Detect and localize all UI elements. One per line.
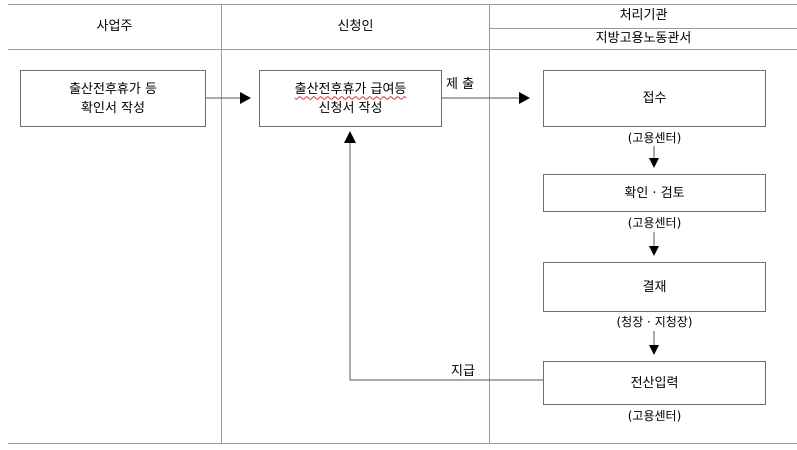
header-bottom-rule: [8, 49, 797, 50]
arrow-entry-to-applicant: [349, 142, 543, 381]
arrowhead-entry-to-applicant: [344, 131, 356, 143]
header-applicant: 신청인: [337, 19, 374, 34]
top-rule: [8, 4, 797, 5]
applicant-box-line1: 출산전후휴가 급여등: [294, 81, 407, 97]
payment-label: 지급: [451, 364, 475, 379]
submit-label: 제 출: [446, 77, 475, 92]
receipt-box: 접수: [543, 70, 766, 127]
receipt-box-label: 접수: [642, 91, 667, 106]
arrowhead-applicant-to-receipt: [519, 92, 530, 104]
employer-box-line1: 출산전후휴가 등: [69, 81, 157, 97]
review-box: 확인 · 검토: [543, 174, 766, 212]
approval-sublabel: (청장 · 지청장): [616, 315, 693, 329]
arrowhead-approval-to-entry: [649, 345, 659, 355]
review-box-label: 확인 · 검토: [624, 185, 685, 201]
header-agency-sub: 지방고용노동관서: [595, 31, 692, 46]
applicant-box-line2: 신청서 작성: [318, 100, 383, 116]
bottom-rule: [8, 443, 797, 444]
entry-box-label: 전산입력: [630, 375, 679, 391]
approval-box: 결재: [543, 262, 766, 312]
receipt-sublabel: (고용센터): [627, 131, 682, 145]
column-divider-2: [489, 4, 490, 443]
entry-box: 전산입력: [543, 361, 766, 405]
employer-confirmation-box: 출산전후휴가 등 확인서 작성: [20, 70, 206, 127]
column-divider-1: [221, 4, 222, 443]
header-agency: 처리기관: [619, 8, 668, 23]
agency-header-divider: [490, 28, 797, 29]
arrowhead-review-to-approval: [649, 246, 659, 256]
arrowhead-receipt-to-review: [649, 158, 659, 168]
header-employer: 사업주: [96, 19, 133, 34]
approval-box-label: 결재: [642, 279, 667, 295]
entry-sublabel: (고용센터): [627, 409, 682, 423]
arrowhead-employer-to-applicant: [240, 92, 251, 104]
applicant-form-box: 출산전후휴가 급여등 신청서 작성: [259, 70, 442, 127]
employer-box-line2: 확인서 작성: [81, 100, 145, 116]
review-sublabel: (고용센터): [627, 216, 682, 230]
